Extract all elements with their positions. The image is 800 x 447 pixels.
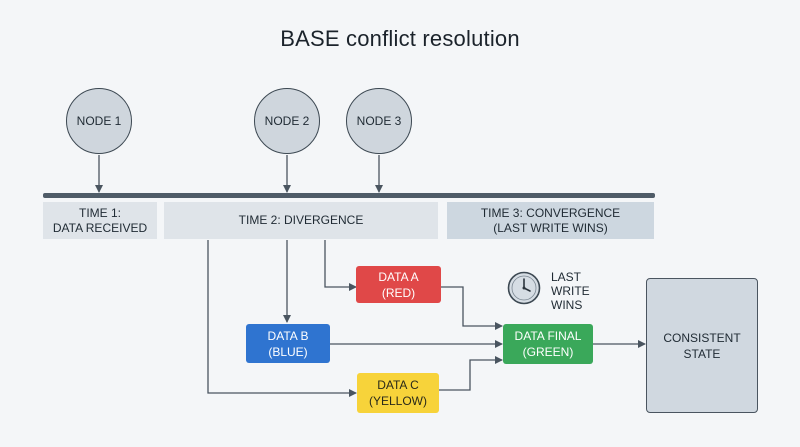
time-3-label: TIME 3: CONVERGENCE (LAST WRITE WINS) (447, 202, 654, 239)
time-1-label: TIME 1: DATA RECEIVED (43, 202, 157, 239)
data-b-box: DATA B (BLUE) (246, 324, 330, 363)
timeline-bar (43, 193, 655, 198)
time-2-label: TIME 2: DIVERGENCE (164, 202, 438, 239)
node-1: NODE 1 (66, 88, 132, 154)
node-3: NODE 3 (346, 88, 412, 154)
diagram-title: BASE conflict resolution (280, 26, 520, 51)
clock-icon (507, 271, 541, 305)
a-to-final-line (441, 286, 503, 330)
node-2: NODE 2 (254, 88, 320, 154)
data-c-box: DATA C (YELLOW) (357, 373, 439, 413)
data-a-box: DATA A (RED) (356, 266, 441, 303)
to-data-c-line (207, 240, 357, 397)
data-final-box: DATA FINAL (GREEN) (503, 324, 593, 364)
consistent-state-box: CONSISTENT STATE (646, 278, 758, 413)
c-to-final-line (439, 356, 503, 391)
last-write-wins-label: LAST WRITE WINS (551, 270, 590, 312)
to-data-a-line (324, 240, 357, 291)
